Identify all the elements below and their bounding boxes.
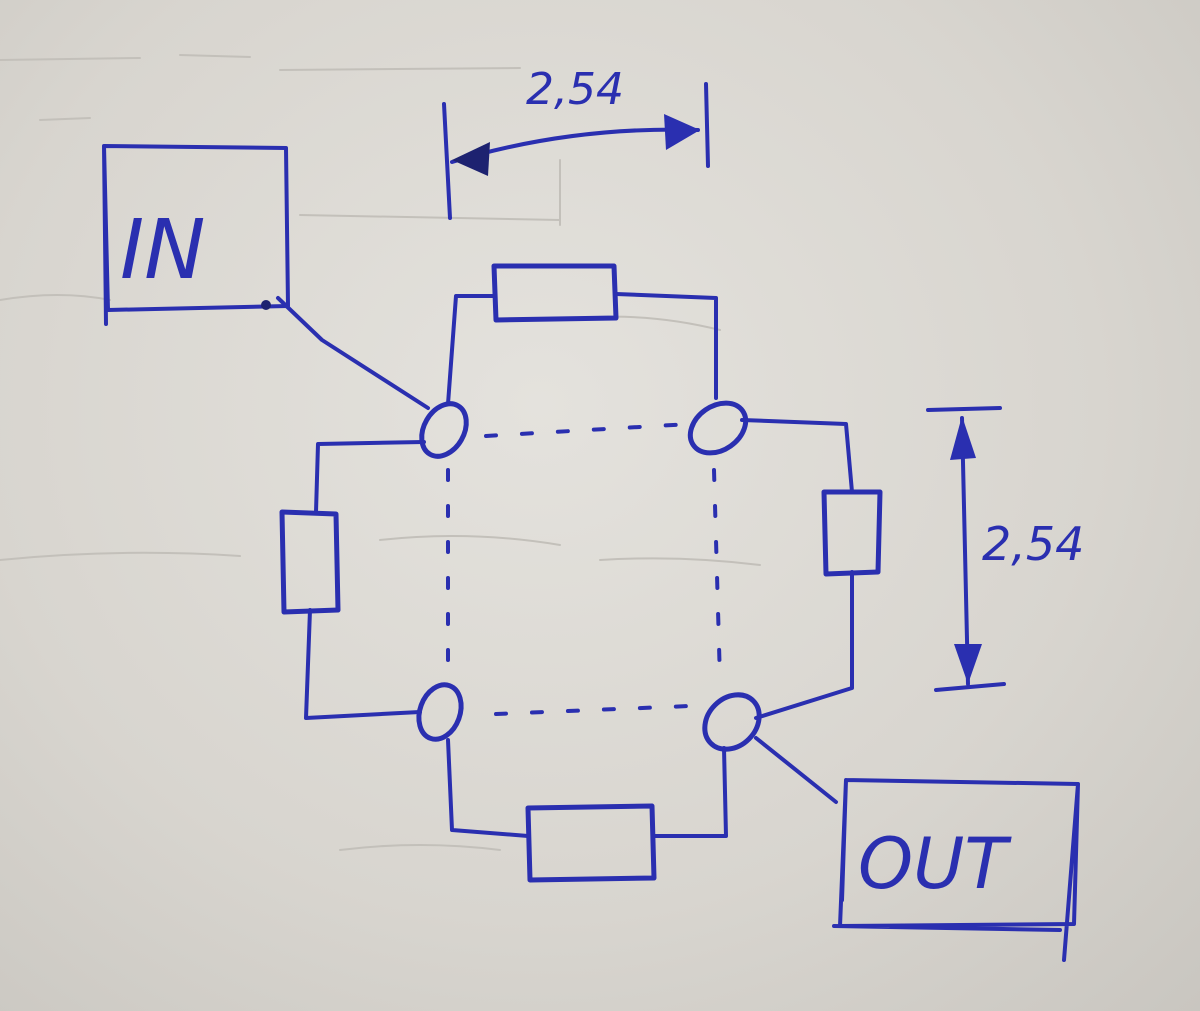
pad-top-left [419,401,469,459]
dimension-tick-bottom [934,682,1006,692]
arrowhead-left [452,142,490,176]
resistor-top-lead [446,292,718,406]
pad-bottom-left [416,682,464,742]
pad-top-right [687,400,749,456]
dimension-label-horizontal: 2,54 [526,64,624,115]
faint-background-marks [0,54,761,851]
output-box: OUT [832,778,1080,962]
dimension-tick-left [442,102,452,220]
resistor-right [740,418,883,720]
wire-pad-to-out [754,736,838,804]
input-box: IN [102,144,290,326]
dimension-label-vertical: 2,54 [982,517,1084,571]
grid-dash-top [484,422,692,438]
arrowhead-right [664,114,700,150]
resistor-right-lead [740,418,854,720]
resistor-right-body [821,489,883,577]
grid-dash-right [712,468,722,682]
pads [416,400,762,752]
resistor-top [446,263,718,406]
resistor-bottom-lead [446,738,728,838]
arrowhead-bottom [954,644,982,684]
pad-grid-dashes [446,422,722,716]
vertical-dimension: 2,54 [926,406,1084,692]
wire-in-to-pad [276,296,430,410]
resistor-left-lead [304,440,426,720]
grid-dash-bottom [494,704,692,716]
pad-bottom-right [702,692,762,752]
arrowhead-top [950,416,976,460]
input-terminal-dot [261,300,271,310]
resistor-bottom [446,738,728,883]
output-box-outline [832,778,1080,962]
horizontal-dimension: 2,54 [442,64,710,220]
dimension-tick-right [704,82,710,168]
dimension-line-vertical [960,416,970,686]
dimension-tick-top [926,406,1002,412]
resistor-left [279,440,426,720]
resistor-top-body [491,263,619,323]
output-label: OUT [858,823,1012,905]
resistor-left-body [279,509,341,615]
resistor-bottom-body [525,803,657,883]
input-label: IN [120,203,206,298]
